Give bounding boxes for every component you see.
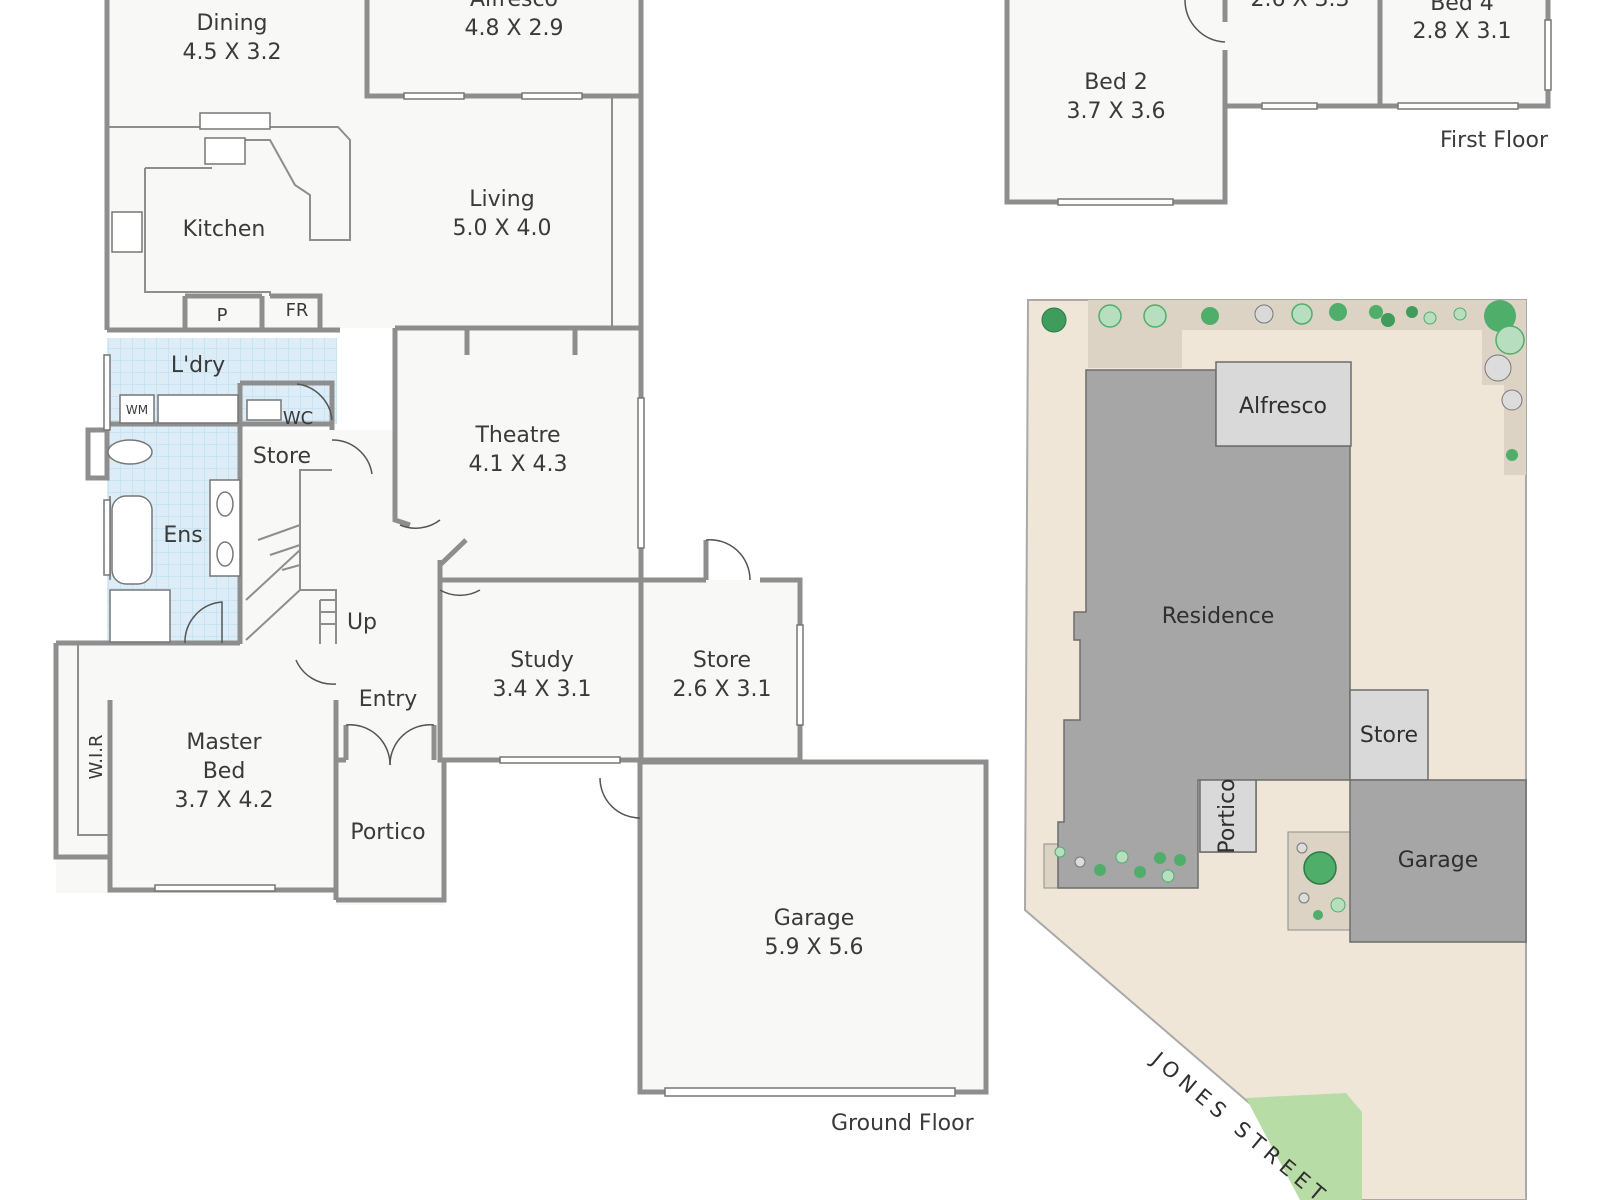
alfresco-size: 4.8 X 2.9 xyxy=(464,16,563,41)
ensuite-label: Ens xyxy=(163,523,202,548)
first-floor: Bed 2 3.7 X 3.6 2.6 X 3.3 Bed 4 2.8 X 3.… xyxy=(1004,0,1552,206)
site-plan: Alfresco Residence Store Portico Garage … xyxy=(1023,299,1527,1200)
site-garage xyxy=(1349,779,1527,943)
first-floor-title: First Floor xyxy=(1440,128,1549,153)
site-alfresco-label: Alfresco xyxy=(1239,394,1327,419)
theatre-label: Theatre xyxy=(474,423,560,448)
wc-toilet xyxy=(246,399,282,421)
ground-floor: Dining 4.5 X 3.2 Alfresco 4.8 X 2.9 Livi… xyxy=(53,0,989,1136)
dining-label: Dining xyxy=(196,11,267,36)
shower xyxy=(109,589,171,643)
ensuite-toilet xyxy=(107,439,153,465)
site-portico xyxy=(1199,779,1257,853)
garage-size: 5.9 X 5.6 xyxy=(764,935,863,960)
stairs-up-label: Up xyxy=(347,610,377,635)
bed3-size: 2.6 X 3.3 xyxy=(1250,0,1349,12)
laundry-label: L'dry xyxy=(171,353,225,378)
site-garage-label: Garage xyxy=(1398,848,1479,873)
theatre-size: 4.1 X 4.3 xyxy=(468,452,567,477)
site-store-label: Store xyxy=(1360,723,1418,748)
cooktop xyxy=(111,211,143,253)
store-label: Store xyxy=(693,648,751,673)
bathtub xyxy=(111,495,153,585)
range-hood xyxy=(199,112,271,130)
living-label: Living xyxy=(469,187,534,212)
store-hall-label: Store xyxy=(253,444,311,469)
ground-floor-labels: Dining 4.5 X 3.2 Alfresco 4.8 X 2.9 Livi… xyxy=(86,0,975,1136)
site-plants xyxy=(1041,300,1525,920)
floor-fills xyxy=(56,0,986,1092)
master-bed-label-1: Master xyxy=(186,730,262,755)
pantry-label: P xyxy=(217,305,228,326)
ground-floor-fixtures xyxy=(107,112,282,643)
kitchen-sink xyxy=(204,137,246,165)
site-residence-label: Residence xyxy=(1162,604,1274,629)
residence-footprint xyxy=(1057,369,1351,889)
washing-machine xyxy=(119,394,155,424)
site-store xyxy=(1349,689,1429,781)
dining-size: 4.5 X 3.2 xyxy=(182,40,281,65)
entry-label: Entry xyxy=(359,687,418,712)
vanity xyxy=(209,479,241,577)
master-bed-size: 3.7 X 4.2 xyxy=(174,788,273,813)
ground-floor-windows xyxy=(103,92,956,1097)
ground-floor-walls xyxy=(53,0,989,1095)
stairs xyxy=(245,524,337,644)
ground-floor-doors xyxy=(184,383,751,819)
study-size: 3.4 X 3.1 xyxy=(492,677,591,702)
site-portico-label: Portico xyxy=(1215,778,1240,853)
wc-label: WC xyxy=(283,408,313,429)
bed4-size: 2.8 X 3.1 xyxy=(1412,19,1511,44)
portico-label: Portico xyxy=(350,820,425,845)
wm-label: WM xyxy=(126,403,148,417)
alfresco-label: Alfresco xyxy=(470,0,558,12)
front-lawn xyxy=(1246,1093,1362,1200)
first-floor-walls xyxy=(1004,0,1552,206)
store-size: 2.6 X 3.1 xyxy=(672,677,771,702)
garage-label: Garage xyxy=(774,906,855,931)
kitchen-label: Kitchen xyxy=(183,217,266,242)
living-size: 5.0 X 4.0 xyxy=(452,216,551,241)
bed2-label: Bed 2 xyxy=(1084,70,1148,95)
first-floor-labels: Bed 2 3.7 X 3.6 2.6 X 3.3 Bed 4 2.8 X 3.… xyxy=(1066,0,1549,153)
site-alfresco xyxy=(1215,361,1352,447)
bed2-size: 3.7 X 3.6 xyxy=(1066,99,1165,124)
wir-label: W.I.R xyxy=(86,735,107,780)
fridge-label: FR xyxy=(286,300,309,321)
ground-floor-title: Ground Floor xyxy=(831,1111,975,1136)
laundry-trough xyxy=(157,394,239,424)
master-bed-label-2: Bed xyxy=(203,759,246,784)
rear-garden xyxy=(1028,300,1526,475)
bed4-label: Bed 4 xyxy=(1430,0,1494,16)
study-label: Study xyxy=(510,648,574,673)
